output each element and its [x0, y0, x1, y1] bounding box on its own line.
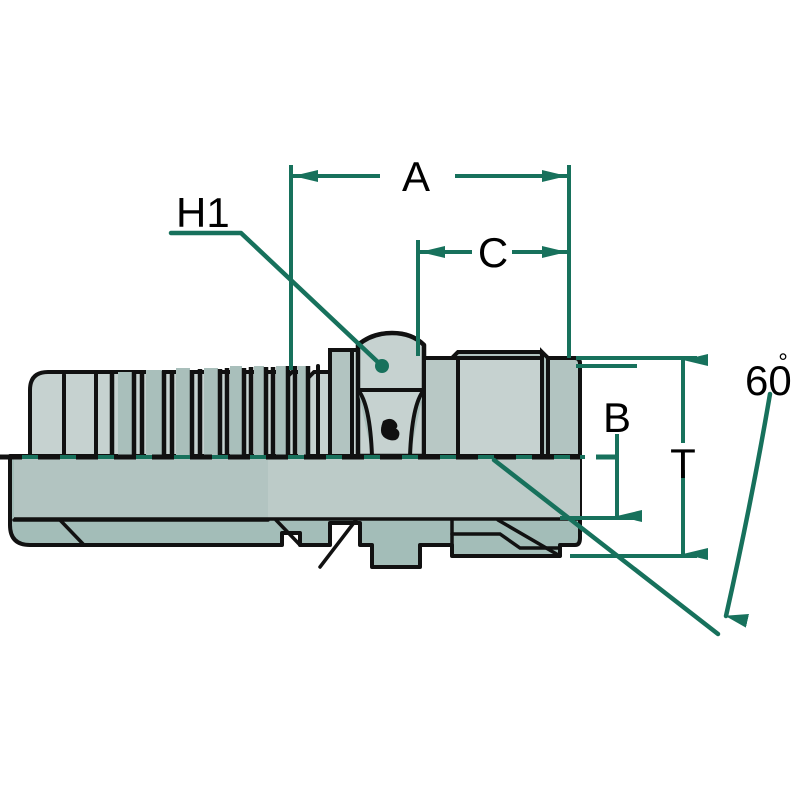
hex-nut-outline — [355, 330, 427, 459]
lower-shank-fill — [268, 458, 580, 520]
dimension-H1-leader — [168, 230, 384, 368]
angle-callout-value: 60 — [745, 357, 792, 404]
fitting-lower-half — [8, 454, 582, 569]
dimension-T-label: T — [670, 440, 696, 487]
thread-barrel — [456, 356, 544, 458]
thread-shoulder — [422, 356, 460, 458]
dimension-C-label: C — [478, 229, 508, 276]
degree-symbol-icon: ° — [778, 349, 788, 376]
ferrule-collar — [328, 348, 354, 458]
lower-bore-fill — [14, 458, 268, 518]
nose-tip — [546, 356, 582, 458]
hose-barb-serrations — [109, 366, 311, 458]
dimension-B: B — [560, 364, 642, 522]
fitting-body — [8, 330, 582, 569]
hex-flat-left — [356, 388, 374, 457]
hex-nut — [355, 330, 427, 459]
angle-callout-curved-leader — [723, 391, 773, 628]
male-thread-end — [422, 347, 582, 458]
manufacturer-stamp-icon — [380, 419, 400, 441]
angle-callout-seat-line — [491, 457, 721, 637]
dimension-A-label: A — [402, 153, 430, 200]
dimension-T: T — [570, 354, 708, 560]
dimension-H1-leader-dot — [375, 359, 389, 373]
hex-flat-right — [408, 388, 426, 457]
dimension-H1: H1 — [168, 189, 389, 373]
dimension-H1-label: H1 — [176, 189, 230, 236]
angle-callout-60: 60 ° — [491, 349, 792, 637]
dimension-C: C — [416, 229, 571, 358]
dimension-B-label: B — [603, 394, 631, 441]
fitting-upper-half — [28, 330, 582, 459]
